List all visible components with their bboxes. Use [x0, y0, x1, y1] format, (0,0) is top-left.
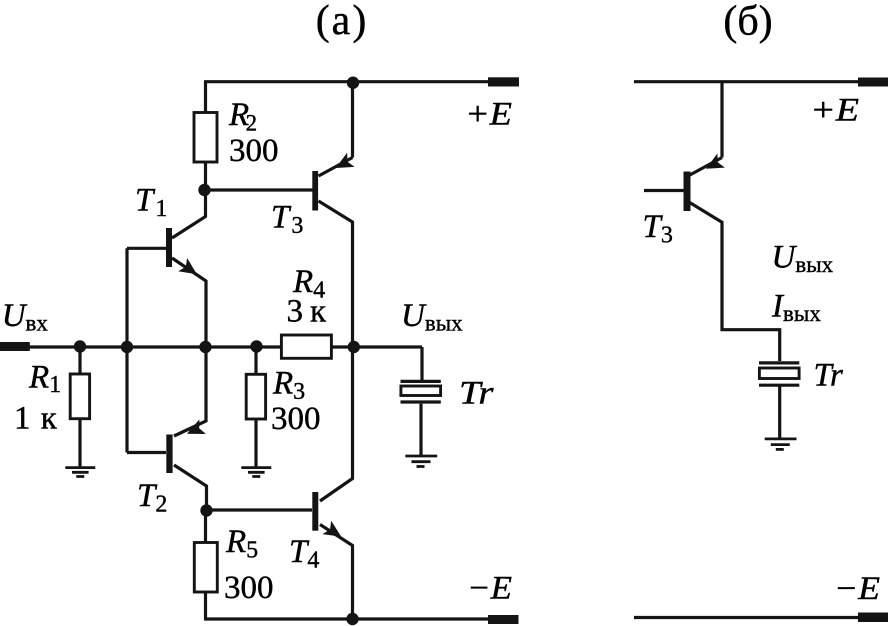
svg-text:−E: −E	[834, 571, 880, 607]
svg-text:R5: R5	[225, 524, 258, 564]
svg-text:Tr: Tr	[459, 376, 494, 412]
svg-text:+E: +E	[465, 97, 512, 133]
svg-text:(б): (б)	[723, 0, 772, 45]
svg-text:T4: T4	[289, 534, 319, 574]
svg-text:T2: T2	[137, 478, 167, 518]
svg-text:1 к: 1 к	[14, 401, 58, 437]
svg-text:300: 300	[229, 133, 279, 169]
svg-text:+E: +E	[810, 93, 859, 129]
svg-text:Tr: Tr	[814, 358, 844, 394]
svg-text:300: 300	[224, 570, 274, 606]
svg-text:300: 300	[271, 401, 321, 437]
svg-text:(а): (а)	[316, 0, 369, 44]
svg-text:−E: −E	[467, 571, 512, 607]
svg-text:3 к: 3 к	[287, 294, 328, 330]
